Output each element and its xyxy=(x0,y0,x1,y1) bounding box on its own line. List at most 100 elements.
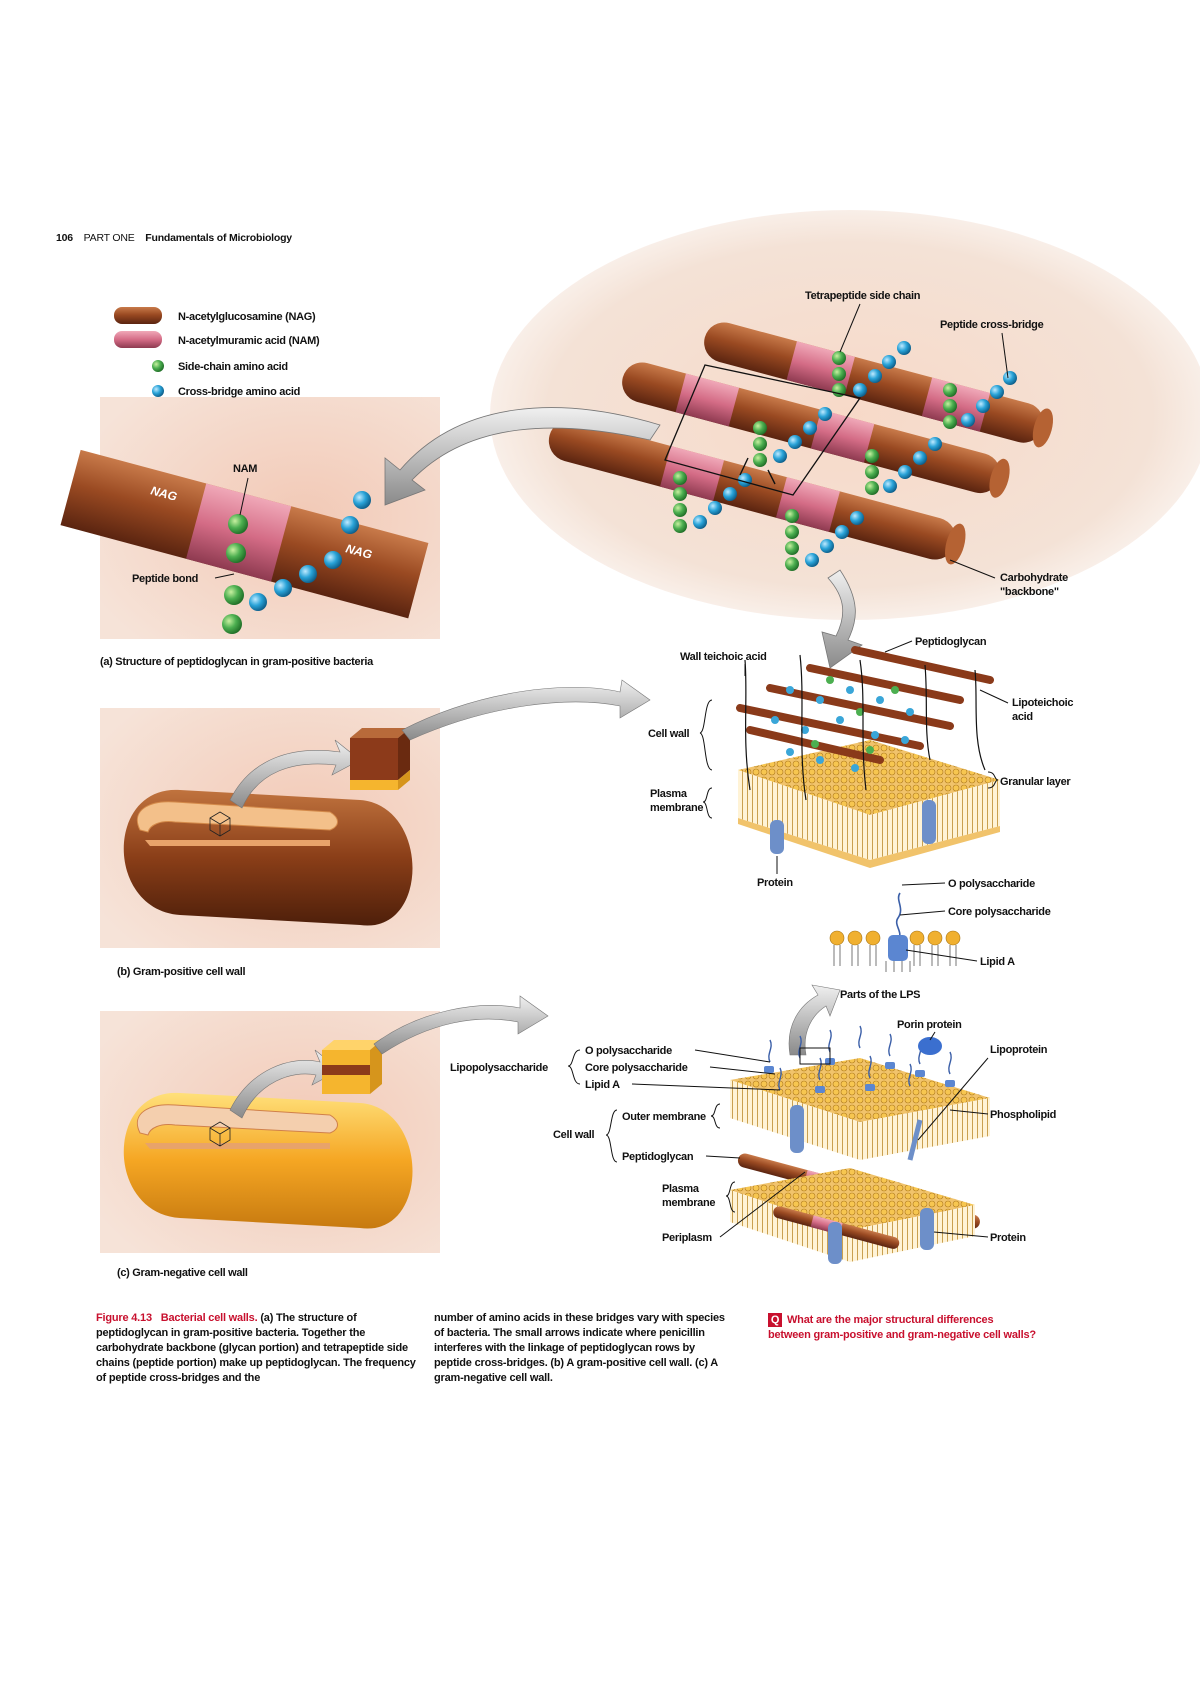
gram-negative-cell xyxy=(123,995,549,1229)
periplasm-leader xyxy=(719,1171,806,1238)
lps-o-poly-leader xyxy=(901,882,946,886)
phospholipid-leader xyxy=(949,1109,989,1115)
panel-a-caption: (a) Structure of peptidoglycan in gram-p… xyxy=(100,656,374,668)
legend-nam-label: N-acetylmuramic acid (NAM) xyxy=(178,335,320,347)
granular-layer-label: Granular layer xyxy=(1000,776,1071,788)
lipoteichoic-leader xyxy=(979,689,1009,704)
lipoteichoic-label-2: acid xyxy=(1012,711,1033,723)
phospholipid-label: Phospholipid xyxy=(990,1109,1056,1121)
nam-label: NAM xyxy=(233,463,257,475)
protein-c-leader xyxy=(933,1231,989,1238)
c-core-leader xyxy=(709,1066,776,1075)
lps-lipid-a-leader xyxy=(905,949,978,962)
panel-a-strand: NAG NAG xyxy=(60,449,429,634)
nag-swatch xyxy=(114,307,162,324)
figure-caption-col1: Figure 4.13 Bacterial cell walls. (a) Th… xyxy=(96,1311,416,1386)
lipopolysaccharide-label: Lipopolysaccharide xyxy=(450,1062,548,1074)
crossbridge-label: Peptide cross-bridge xyxy=(940,319,1044,331)
c-core-label: Core polysaccharide xyxy=(585,1062,688,1074)
legend: N-acetylglucosamine (NAG) N-acetylmurami… xyxy=(114,307,320,398)
figure-label: Figure 4.13 xyxy=(96,1312,152,1324)
running-header: 106 PART ONE Fundamentals of Microbiolog… xyxy=(56,232,300,244)
question-icon: Q xyxy=(768,1313,782,1327)
nam-leader xyxy=(239,477,249,516)
peptidoglycan-c-label: Peptidoglycan xyxy=(622,1151,694,1163)
wall-teichoic-label: Wall teichoic acid xyxy=(680,651,767,663)
peptidoglycan-b-leader xyxy=(884,640,913,653)
peptidoglycan-b-label: Peptidoglycan xyxy=(915,636,987,648)
book-title: Fundamentals of Microbiology xyxy=(145,232,292,244)
porin-protein-shape xyxy=(918,1037,942,1055)
cell-wall-c-brace xyxy=(605,1109,618,1163)
nag-right-label: NAG xyxy=(344,541,373,561)
top-panel-background xyxy=(490,210,1200,620)
page-number: 106 xyxy=(56,232,73,244)
c-o-poly-leader xyxy=(694,1049,771,1063)
plasma-b-label-1: Plasma xyxy=(650,788,688,800)
plasma-b-brace xyxy=(702,787,713,819)
lps-core-label: Core polysaccharide xyxy=(948,906,1051,918)
cube-marker-b xyxy=(209,811,231,837)
zoom-box xyxy=(664,364,862,496)
cell-wall-c-label: Cell wall xyxy=(553,1129,595,1141)
figure-caption-col2: number of amino acids in these bridges v… xyxy=(434,1311,734,1386)
legend-nag-label: N-acetylglucosamine (NAG) xyxy=(178,311,316,323)
peptide-bond-label: Peptide bond xyxy=(132,573,198,585)
side-chains xyxy=(673,351,957,571)
lps-o-poly-label: O polysaccharide xyxy=(948,878,1035,890)
carbohydrate-leader xyxy=(949,559,996,579)
peptidoglycan-c-leader xyxy=(705,1155,741,1159)
lps-lipid-a-label: Lipid A xyxy=(980,956,1015,968)
arrow-to-panel-a xyxy=(384,407,661,506)
lps-core-leader xyxy=(899,910,946,916)
peptide-bond-leader xyxy=(214,573,235,579)
part-label: PART ONE xyxy=(83,232,135,244)
cell-wall-b-label: Cell wall xyxy=(648,728,690,740)
plasma-c-brace xyxy=(725,1181,736,1213)
arrow-to-c-wall xyxy=(373,995,549,1055)
protein-b-label: Protein xyxy=(757,877,793,889)
legend-side-chain-label: Side-chain amino acid xyxy=(178,361,288,373)
panel-c-caption: (c) Gram-negative cell wall xyxy=(117,1267,248,1279)
carbohydrate-label-2: "backbone" xyxy=(1000,586,1059,598)
legend-cross-bridge-label: Cross-bridge amino acid xyxy=(178,386,300,398)
plasma-c-label-1: Plasma xyxy=(662,1183,700,1195)
side-chain-swatch xyxy=(152,360,164,372)
granular-layer-brace xyxy=(987,771,999,789)
figure-caption-text-2: number of amino acids in these bridges v… xyxy=(434,1312,725,1384)
lipoprotein-leader xyxy=(917,1057,989,1141)
figure-title: Bacterial cell walls. xyxy=(160,1312,258,1324)
wall-cube-c xyxy=(322,1040,382,1094)
question-text: What are the major structural difference… xyxy=(768,1314,1036,1341)
porin-leader xyxy=(929,1031,936,1041)
penicillin-arrows xyxy=(739,457,776,485)
lipoteichoic-label-1: Lipoteichoic xyxy=(1012,697,1073,709)
wall-cube-b xyxy=(350,728,410,790)
protein-c-label: Protein xyxy=(990,1232,1026,1244)
c-o-poly-label: O polysaccharide xyxy=(585,1045,672,1057)
figure-caption-text-1: (a) The structure of peptidoglycan in gr… xyxy=(96,1312,416,1384)
outer-membrane-brace xyxy=(710,1103,721,1129)
lps-brace xyxy=(567,1049,581,1085)
cell-wall-b-brace xyxy=(699,699,713,771)
lps-parts-label: Parts of the LPS xyxy=(840,989,920,1001)
tetrapeptide-label: Tetrapeptide side chain xyxy=(805,290,921,302)
crossbridge-leader xyxy=(1001,332,1009,379)
arrow-to-b-wall xyxy=(401,679,651,741)
cross-bridges xyxy=(693,341,1017,567)
carbohydrate-label-1: Carbohydrate xyxy=(1000,572,1068,584)
gram-positive-cell xyxy=(123,679,651,926)
c-lipid-a-leader xyxy=(631,1083,781,1091)
cube-marker-c xyxy=(209,1121,231,1147)
nag-left-label: NAG xyxy=(149,483,178,503)
panel-b-caption: (b) Gram-positive cell wall xyxy=(117,966,245,978)
outer-membrane-label: Outer membrane xyxy=(622,1111,706,1123)
cross-bridge-swatch xyxy=(152,385,164,397)
porin-label: Porin protein xyxy=(897,1019,962,1031)
tetrapeptide-leader xyxy=(839,303,861,353)
periplasm-label: Periplasm xyxy=(662,1232,712,1244)
glycan-strand-3 xyxy=(548,419,966,565)
peptidoglycan-lattice xyxy=(548,322,1054,571)
